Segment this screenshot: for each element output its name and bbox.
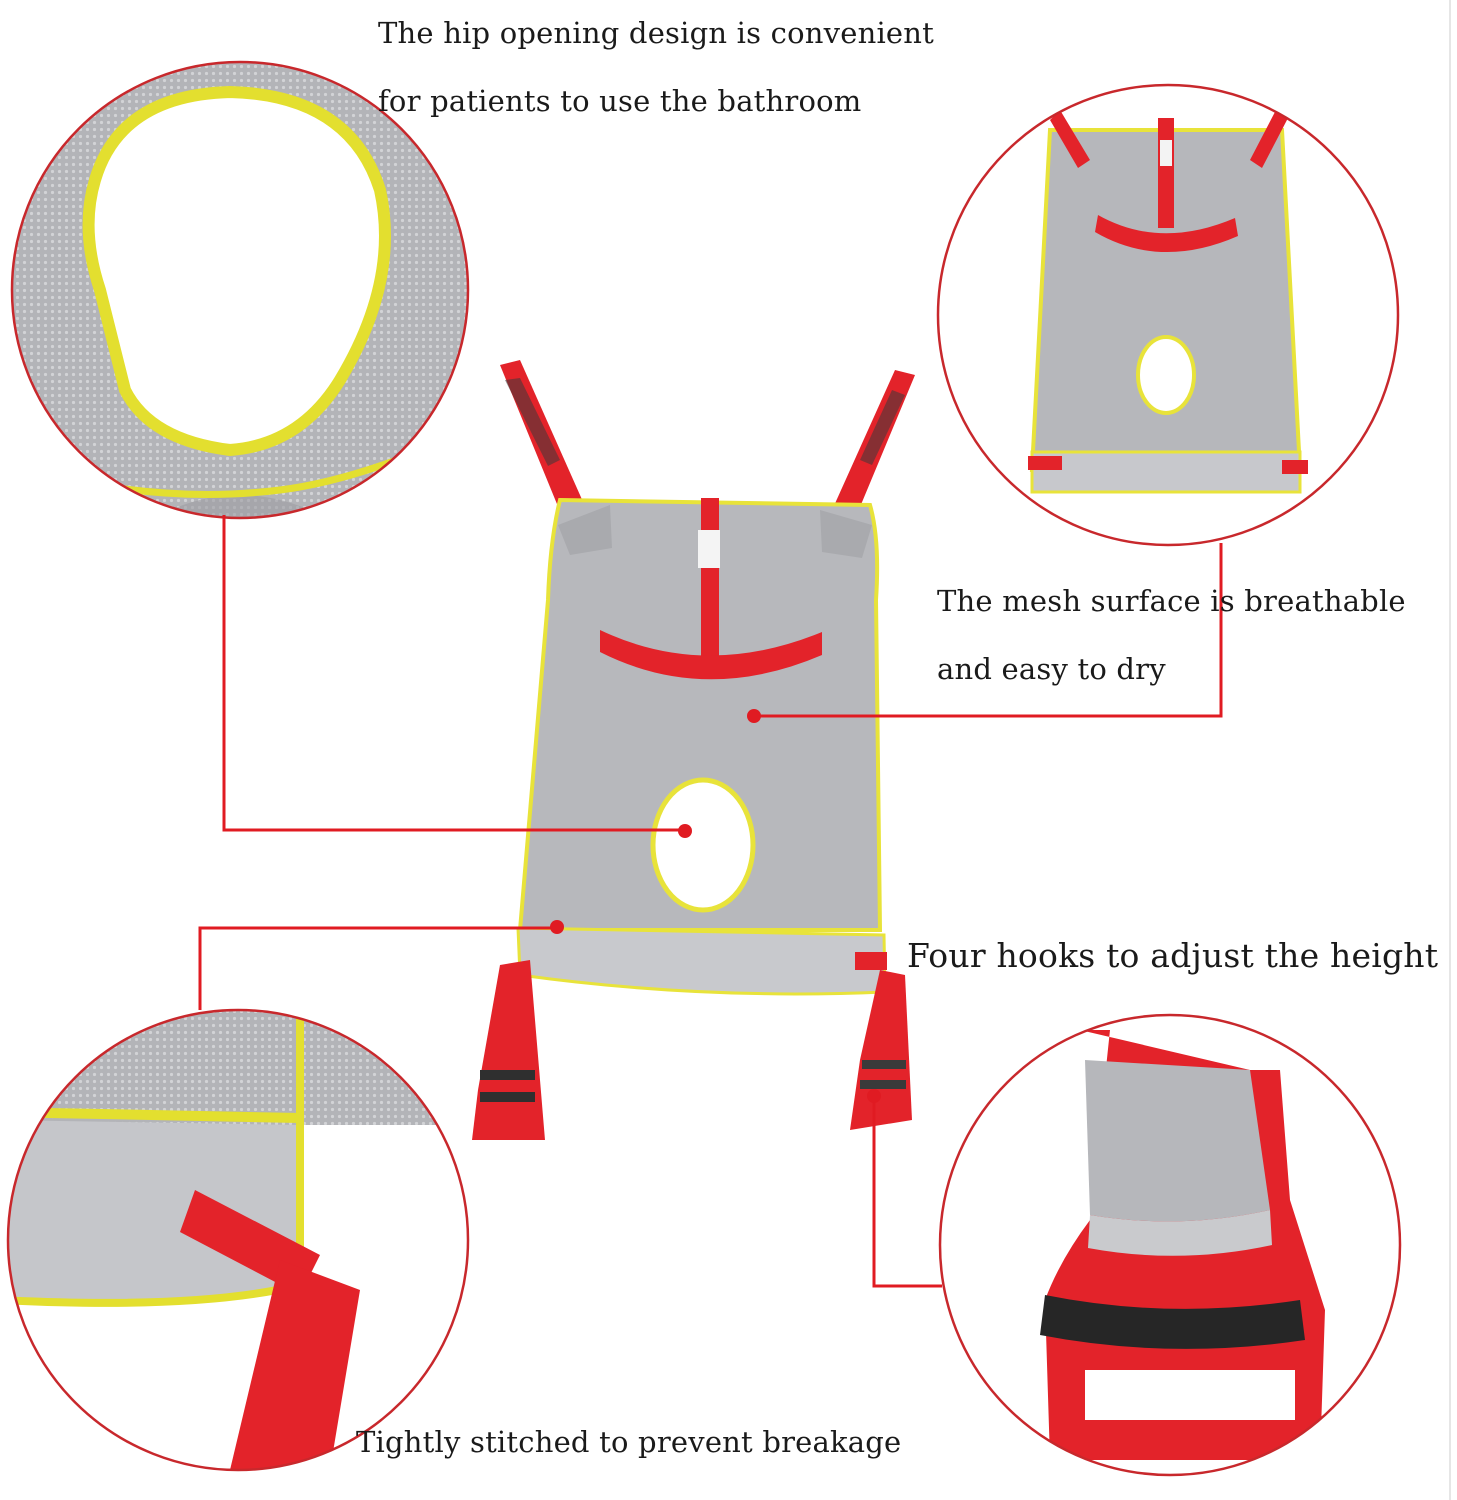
callout-hip-dot bbox=[678, 824, 692, 838]
sling-back-view-image bbox=[936, 83, 1400, 547]
hook-strap-detail-image bbox=[938, 1013, 1402, 1477]
hip-opening-detail-image bbox=[10, 60, 470, 520]
mesh-caption-line1: The mesh surface is breathable bbox=[937, 584, 1406, 618]
callout-mesh-dot bbox=[747, 709, 761, 723]
mesh-caption-line2: and easy to dry bbox=[937, 652, 1166, 686]
stitching-detail-image bbox=[6, 1008, 470, 1472]
callout-mesh bbox=[756, 543, 1223, 718]
patient-lift-sling-image bbox=[472, 360, 915, 1140]
callout-hooks bbox=[872, 1098, 942, 1288]
callout-stitched-dot bbox=[550, 920, 564, 934]
stitched-caption: Tightly stitched to prevent breakage bbox=[356, 1425, 902, 1459]
right-edge-divider bbox=[1449, 0, 1451, 1500]
callout-hip bbox=[222, 515, 683, 832]
hip-caption-line2: for patients to use the bathroom bbox=[378, 84, 862, 118]
callout-hooks-dot bbox=[867, 1089, 881, 1103]
callout-stitched bbox=[198, 926, 556, 1010]
hip-caption-line1: The hip opening design is convenient bbox=[378, 16, 935, 50]
hooks-caption: Four hooks to adjust the height bbox=[907, 936, 1439, 975]
